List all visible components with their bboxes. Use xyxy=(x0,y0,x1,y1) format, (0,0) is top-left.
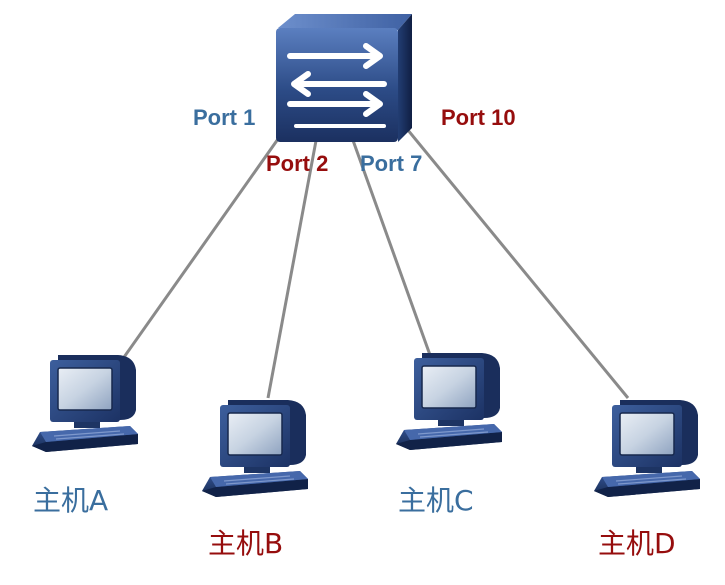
link-port1-hostA xyxy=(120,121,292,361)
host-label-b: 主机B xyxy=(208,527,284,560)
network-switch-icon xyxy=(276,14,412,142)
link-port10-hostD xyxy=(396,117,630,399)
port-label-7: Port 7 xyxy=(360,151,423,176)
port-label-1: Port 1 xyxy=(193,105,256,130)
link-port7-hostC xyxy=(348,131,432,356)
desktop-computer-icon-hostA xyxy=(31,354,139,453)
port-label-10: Port 10 xyxy=(441,105,516,130)
desktop-computer-icon-hostD xyxy=(593,399,701,498)
host-label-a: 主机A xyxy=(33,484,109,517)
desktop-computer-icon-hostB xyxy=(201,399,309,498)
link-port2-hostB xyxy=(266,129,320,399)
host-label-c: 主机C xyxy=(398,484,474,517)
host-label-d: 主机D xyxy=(598,527,676,560)
port-label-2: Port 2 xyxy=(266,151,329,176)
desktop-computer-icon-hostC xyxy=(395,352,503,451)
network-links xyxy=(120,117,630,399)
